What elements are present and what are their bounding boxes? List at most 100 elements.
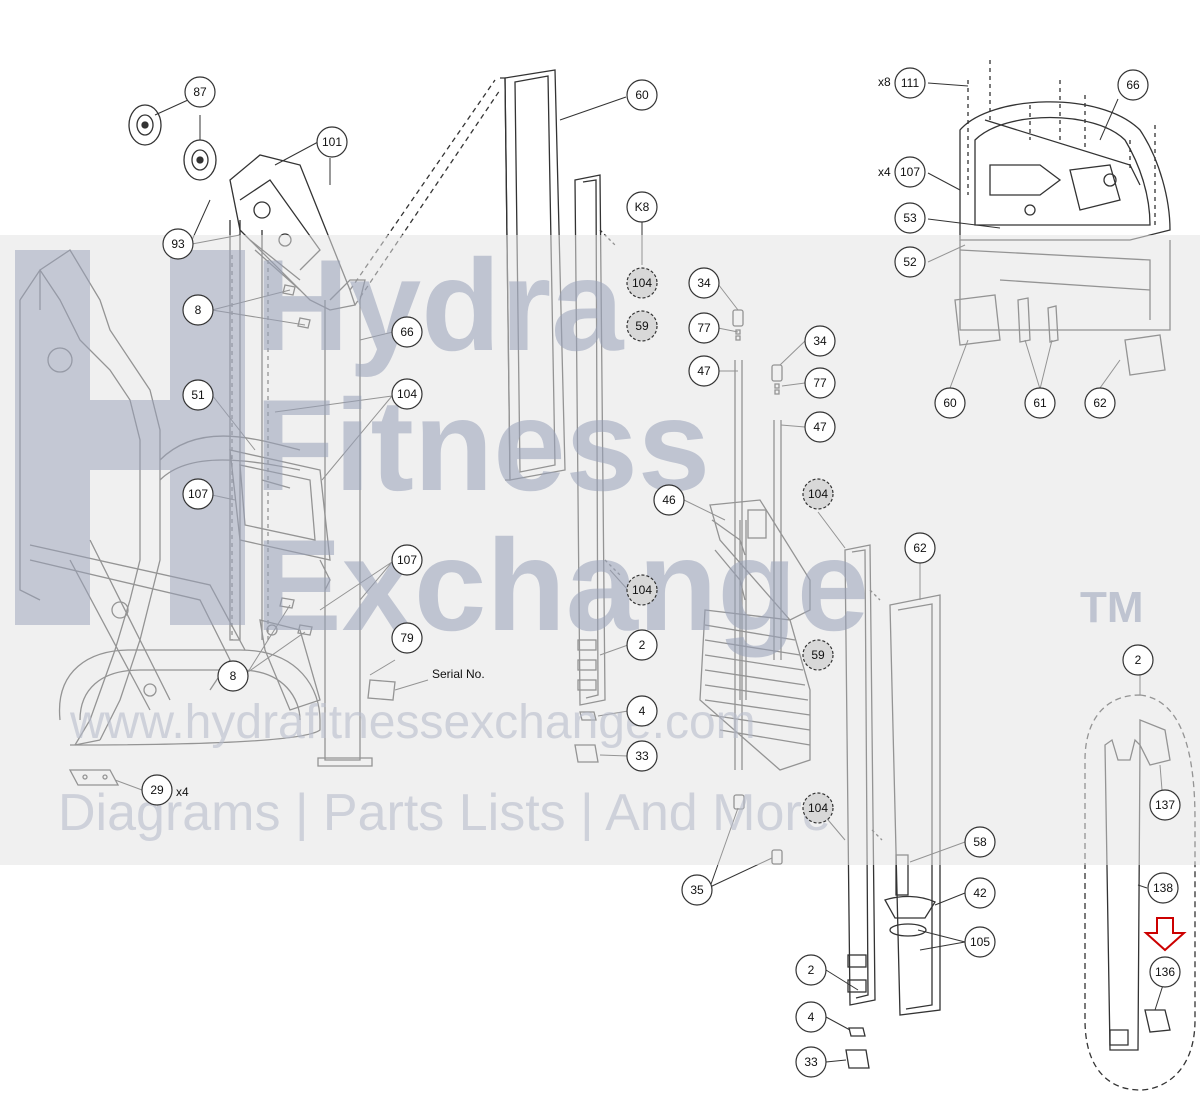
callout-53: 53: [894, 202, 926, 234]
callout-111: 111: [894, 67, 926, 99]
svg-text:47: 47: [697, 364, 711, 378]
callout-136: 136: [1149, 956, 1181, 988]
callout-58: 58: [964, 826, 996, 858]
svg-text:93: 93: [171, 237, 185, 251]
svg-text:111: 111: [901, 76, 920, 90]
svg-text:60: 60: [943, 396, 957, 410]
svg-text:4: 4: [808, 1010, 815, 1024]
cap-4-right: [848, 1027, 866, 1037]
svg-text:107: 107: [188, 487, 208, 501]
callout-51: 51: [182, 379, 214, 411]
svg-text:35: 35: [690, 883, 704, 897]
watermark-exchange: Exchange: [255, 512, 869, 658]
svg-text:59: 59: [635, 319, 649, 333]
callout-47-right: 47: [804, 411, 836, 443]
svg-text:2: 2: [808, 963, 815, 977]
svg-text:66: 66: [400, 325, 414, 339]
callout-104-kit: 104: [626, 267, 658, 299]
callout-104-rail: 104: [626, 574, 658, 606]
svg-text:104: 104: [632, 276, 652, 290]
callout-29: 29: [141, 774, 173, 806]
callout-66-head: 66: [1117, 69, 1149, 101]
callout-79: 79: [391, 622, 423, 654]
cap-33-right: [845, 1049, 870, 1069]
callout-33-left: 33: [626, 740, 658, 772]
qty-note-111: x8: [878, 75, 891, 89]
svg-text:8: 8: [230, 669, 237, 683]
callout-42: 42: [964, 877, 996, 909]
svg-text:46: 46: [662, 493, 676, 507]
callout-62-shroud: 62: [904, 532, 936, 564]
callout-4-left: 4: [626, 695, 658, 727]
svg-text:62: 62: [1093, 396, 1107, 410]
svg-text:107: 107: [900, 165, 920, 179]
callout-60-head: 60: [934, 387, 966, 419]
svg-text:137: 137: [1155, 798, 1175, 812]
svg-text:101: 101: [322, 135, 342, 149]
callouts: 87 101 93 8 66 51 104 107 107 8 79 29 60…: [141, 67, 1181, 1078]
svg-text:104: 104: [808, 801, 828, 815]
svg-text:42: 42: [973, 886, 987, 900]
svg-text:K8: K8: [635, 200, 650, 214]
callout-34-right: 34: [804, 325, 836, 357]
watermark-hydra: Hydra: [255, 232, 625, 378]
svg-text:136: 136: [1155, 965, 1175, 979]
qty-note-107: x4: [878, 165, 891, 179]
svg-text:107: 107: [397, 553, 417, 567]
callout-66-column: 66: [391, 316, 423, 348]
watermark-fitness: Fitness: [255, 372, 710, 518]
serial-number-note: Serial No.: [432, 667, 485, 681]
callout-52: 52: [894, 246, 926, 278]
callout-87: 87: [184, 76, 216, 108]
svg-text:58: 58: [973, 835, 987, 849]
callout-101: 101: [316, 126, 348, 158]
callout-107-head: 107: [894, 156, 926, 188]
svg-text:104: 104: [397, 387, 417, 401]
callout-107-right: 107: [391, 544, 423, 576]
callout-2-detail: 2: [1122, 644, 1154, 676]
svg-text:61: 61: [1033, 396, 1047, 410]
svg-text:77: 77: [697, 321, 711, 335]
callout-34-left: 34: [688, 267, 720, 299]
svg-text:47: 47: [813, 420, 827, 434]
svg-text:29: 29: [150, 783, 164, 797]
selector-42: [884, 895, 936, 919]
svg-text:34: 34: [697, 276, 711, 290]
watermark-tagline: Diagrams | Parts Lists | And More: [58, 784, 831, 842]
svg-text:62: 62: [913, 541, 927, 555]
bushing-105: [889, 923, 927, 937]
callout-2-right: 2: [795, 954, 827, 986]
callout-35: 35: [681, 874, 713, 906]
svg-text:59: 59: [811, 648, 825, 662]
callout-77-right: 77: [804, 367, 836, 399]
callout-K8: K8: [626, 191, 658, 223]
svg-text:60: 60: [635, 88, 649, 102]
svg-text:104: 104: [632, 583, 652, 597]
qty-note-29: x4: [176, 785, 189, 799]
callout-59-kit: 59: [626, 310, 658, 342]
dashed-leader-60: [349, 79, 496, 291]
callout-93: 93: [162, 228, 194, 260]
svg-text:2: 2: [639, 638, 646, 652]
callout-8-lower: 8: [217, 660, 249, 692]
callout-4-right: 4: [795, 1001, 827, 1033]
svg-text:105: 105: [970, 935, 990, 949]
callout-104-lower-right: 104: [802, 792, 834, 824]
svg-text:66: 66: [1126, 78, 1140, 92]
watermark: Hydra Fitness Exchange TM www.hydrafitne…: [0, 232, 1200, 865]
callout-61: 61: [1024, 387, 1056, 419]
svg-text:77: 77: [813, 376, 827, 390]
callout-60-center: 60: [626, 79, 658, 111]
callout-59-right: 59: [802, 639, 834, 671]
svg-text:33: 33: [804, 1055, 818, 1069]
svg-text:87: 87: [193, 85, 207, 99]
pulley-87-pair: [128, 104, 217, 181]
svg-text:34: 34: [813, 334, 827, 348]
svg-text:2: 2: [1135, 653, 1142, 667]
callout-104-upper-right: 104: [802, 478, 834, 510]
callout-137: 137: [1149, 789, 1181, 821]
svg-text:53: 53: [903, 211, 917, 225]
callout-77-left: 77: [688, 312, 720, 344]
svg-text:79: 79: [400, 631, 414, 645]
